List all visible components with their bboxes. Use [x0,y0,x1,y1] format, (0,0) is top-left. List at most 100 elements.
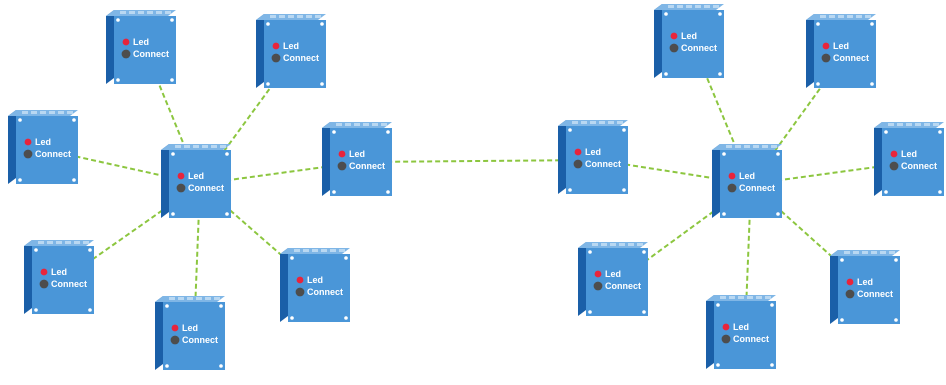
vent-slot [756,296,762,299]
vent-slot [747,296,753,299]
connect-indicator-icon [23,149,33,159]
vent-slot [880,251,886,254]
screw-icon [386,130,390,134]
vent-slot [765,296,771,299]
device-side-face [256,14,264,88]
connect-indicator-icon [821,53,831,63]
led-indicator-icon [40,268,48,276]
vent-slot [294,249,300,252]
vent-slot [695,5,701,8]
screw-icon [884,130,888,134]
connect-label: Connect [188,183,224,193]
screw-icon [171,152,175,156]
vent-slot [856,15,862,18]
vent-slot [74,241,80,244]
vent-slot [156,11,162,14]
vent-slot [312,249,318,252]
vent-slot [865,15,871,18]
screw-icon [622,128,626,132]
vent-slot [220,145,226,148]
led-indicator-icon [722,323,730,331]
screw-icon [840,258,844,262]
vent-slot [677,5,683,8]
led-indicator-icon [338,150,346,158]
connect-label: Connect [283,53,319,63]
vent-slot [581,121,587,124]
connect-label: Connect [51,279,87,289]
vent-slot [738,296,744,299]
screw-icon [894,258,898,262]
vent-slot [762,145,768,148]
vent-slot [608,121,614,124]
vent-slot [354,123,360,126]
screw-icon [386,190,390,194]
screw-icon [776,212,780,216]
screw-icon [894,318,898,322]
vent-slot [288,15,294,18]
connect-label: Connect [133,49,169,59]
vent-slot [47,241,53,244]
device-side-face [161,144,169,218]
vent-slot [58,111,64,114]
screw-icon [290,316,294,320]
vent-slot [820,15,826,18]
vent-slot [572,121,578,124]
led-indicator-icon [574,148,582,156]
connect-indicator-icon [573,159,583,169]
connect-label: Connect [857,289,893,299]
led-label: Led [133,37,149,47]
screw-icon [770,303,774,307]
vent-slot [889,251,895,254]
vent-slot [668,5,674,8]
vent-slot [306,15,312,18]
connect-indicator-icon [121,49,131,59]
led-indicator-icon [272,42,280,50]
screw-icon [171,212,175,216]
vent-slot [838,15,844,18]
screw-icon [320,22,324,26]
screw-icon [716,303,720,307]
screw-icon [344,316,348,320]
link-right-hub-right-top-right [763,71,833,167]
link-left-bridge-right-bridge [376,154,582,168]
connect-indicator-icon [845,289,855,299]
screw-icon [219,364,223,368]
link-left-hub-left-bottom [189,201,205,319]
screw-icon [664,72,668,76]
vent-slot [22,111,28,114]
link-right-hub-right-far-right [766,159,898,187]
screw-icon [816,82,820,86]
led-label: Led [283,41,299,51]
screw-icon [72,178,76,182]
vent-slot [844,251,850,254]
device-side-face [280,248,288,322]
led-label: Led [585,147,601,157]
vent-slot [336,123,342,126]
led-indicator-icon [594,270,602,278]
led-label: Led [833,41,849,51]
connect-label: Connect [681,43,717,53]
screw-icon [266,22,270,26]
screw-icon [568,128,572,132]
vent-slot [165,11,171,14]
screw-icon [870,82,874,86]
screw-icon [320,82,324,86]
vent-slot [704,5,710,8]
screw-icon [18,178,22,182]
